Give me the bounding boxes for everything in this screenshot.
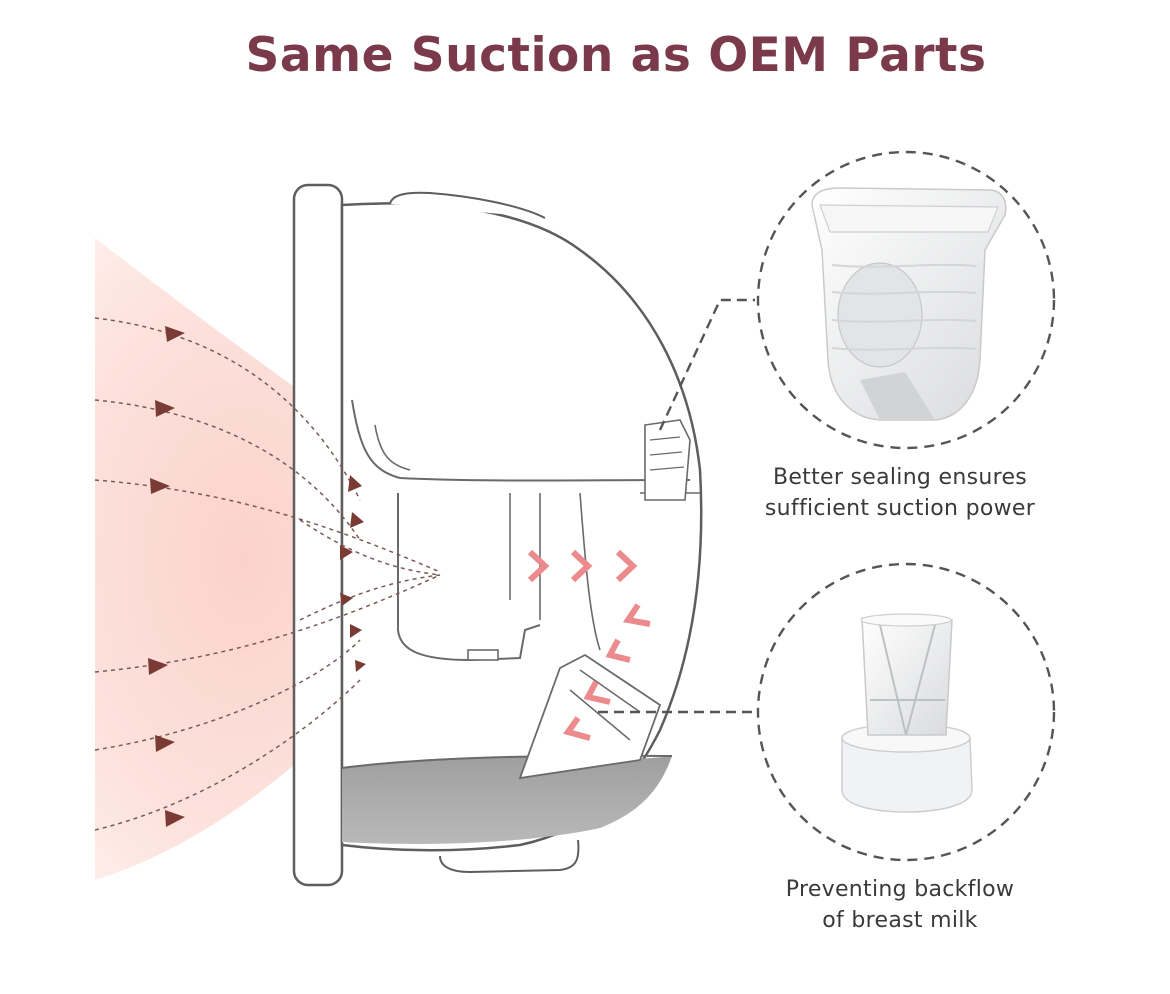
seal-callout-circle (756, 150, 1056, 450)
flow-arrow (350, 512, 364, 528)
caption-line: Preventing backflow (785, 877, 1015, 902)
flow-arrow (165, 810, 185, 827)
suction-chevron (622, 603, 651, 627)
seal-callout-caption: Better sealing ensures sufficient suctio… (720, 462, 1080, 524)
caption-line: Better sealing ensures (772, 465, 1028, 490)
flow-arrow (155, 735, 175, 752)
flow-arrow (340, 545, 353, 560)
flow-arrow (155, 400, 175, 417)
pump-body (340, 202, 703, 852)
suction-chevron (527, 549, 550, 583)
suction-chevron (605, 638, 631, 663)
suction-chevron (570, 549, 593, 583)
milk-reservoir (342, 756, 672, 844)
suction-chevron (615, 549, 638, 583)
flow-lines (94, 317, 441, 831)
flange-plate (292, 183, 344, 887)
flow-arrows (148, 326, 366, 827)
flow-arrow (355, 660, 366, 672)
suction-chevron (563, 716, 591, 741)
duckbill-callout-circle (756, 562, 1056, 862)
callout-leaders (598, 298, 755, 714)
flow-arrow (348, 475, 362, 492)
flow-arrow (148, 658, 168, 675)
valve-seal-image (811, 187, 1007, 421)
duckbill-valve-image (841, 613, 973, 813)
flow-arrow (150, 478, 170, 494)
page-title: Same Suction as OEM Parts (245, 28, 987, 83)
flow-arrow (340, 593, 353, 606)
flow-arrow (350, 624, 362, 638)
caption-line: sufficient suction power (764, 496, 1036, 521)
duckbill-callout-caption: Preventing backflow of breast milk (720, 874, 1080, 936)
suction-chevron (583, 680, 611, 705)
suction-chevrons (527, 549, 651, 741)
flow-arrow (165, 326, 185, 342)
caption-line: of breast milk (822, 908, 978, 933)
